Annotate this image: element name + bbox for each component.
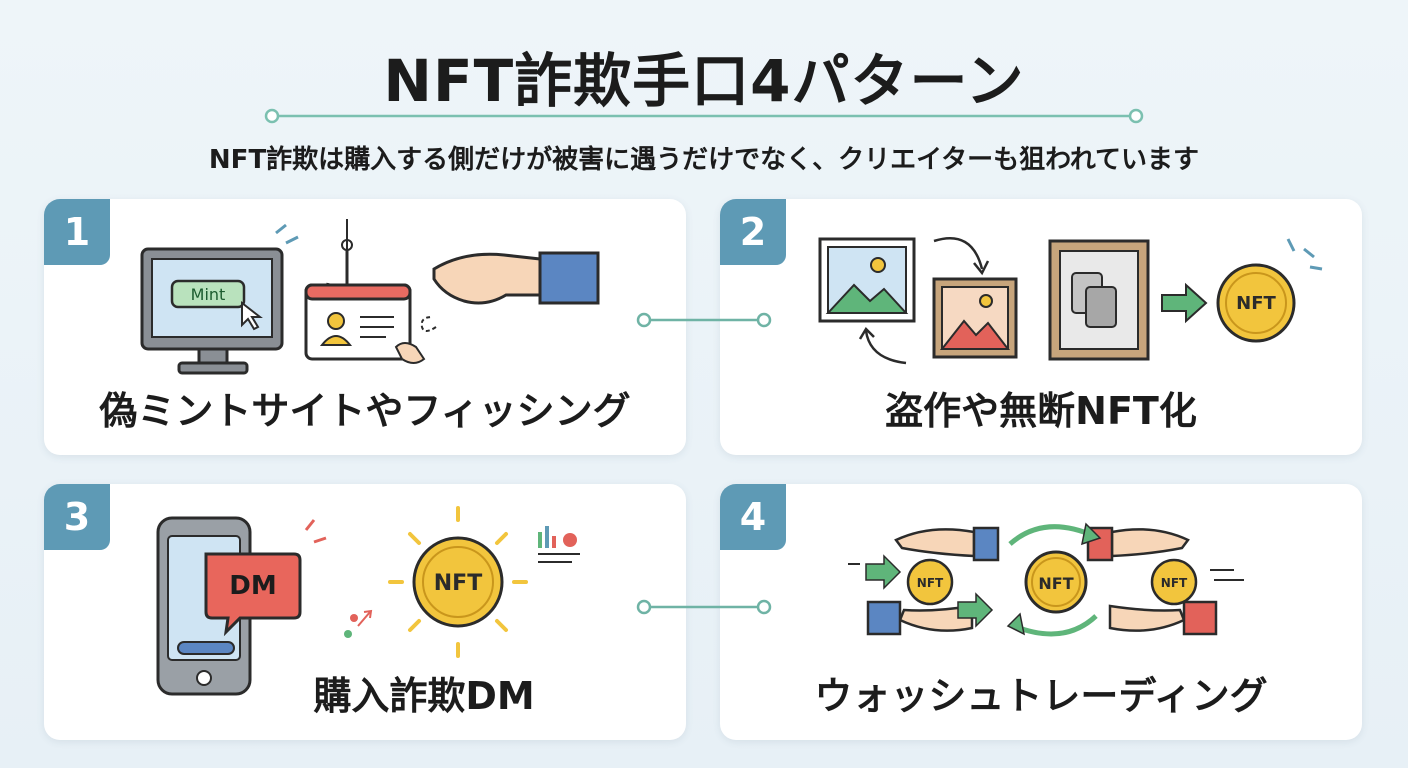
page-title: NFT詐欺手口4パターン <box>383 47 1025 115</box>
card-label: 購入詐欺DM <box>313 674 535 718</box>
card-fake-mint-phishing: 1 Mint <box>44 199 686 455</box>
wash-trading-illustration: NFT NFT NFT <box>848 522 1244 637</box>
card-number-badge: 3 <box>44 484 110 550</box>
framed-copy-icon <box>1048 239 1150 361</box>
card-wash-trading: 4 <box>720 484 1362 740</box>
nft-coin-text: NFT <box>1236 293 1276 314</box>
dm-text: DM <box>229 571 276 601</box>
title-divider <box>264 108 1144 124</box>
arrow-right-icon <box>957 592 994 628</box>
dm-speech-bubble-icon <box>204 519 327 637</box>
hand-icon <box>866 600 974 636</box>
nft-coin-text: NFT <box>1161 576 1188 590</box>
nft-coin-text: NFT <box>917 576 944 590</box>
copy-arrow-icon <box>858 236 990 365</box>
mini-chart-icon <box>538 526 580 563</box>
reaching-hand-icon <box>394 251 600 364</box>
mint-button-text: Mint <box>191 285 226 304</box>
page-subtitle: NFT詐欺は購入する側だけが被害に遇うだけでなく、クリエイターも狙われています <box>208 145 1200 175</box>
card-plagiarism-nft: 2 <box>720 199 1362 455</box>
copied-image-icon <box>932 277 1018 359</box>
nft-coin-text: NFT <box>1038 574 1073 593</box>
sparkle-nft-coin-icon <box>388 506 528 658</box>
fake-mint-illustration: Mint <box>140 219 600 375</box>
card-connector <box>636 599 772 615</box>
original-image-icon <box>818 237 916 323</box>
circular-arrows-icon <box>1006 522 1102 637</box>
arrow-right-icon <box>848 554 902 590</box>
card-label: 偽ミントサイトやフィッシング <box>99 389 631 433</box>
nft-coin-icon <box>1216 238 1323 343</box>
nft-coin-icon <box>1024 550 1088 614</box>
nft-coin-icon <box>1150 558 1244 606</box>
network-arrow-icon <box>344 609 373 638</box>
nft-coin-icon <box>906 558 954 606</box>
scam-dm-illustration: DM NFT <box>156 506 580 696</box>
hand-icon <box>1086 526 1190 562</box>
card-purchase-scam-dm: 3 DM NFT <box>44 484 686 740</box>
plagiarism-illustration: NFT <box>818 236 1323 365</box>
hand-icon <box>894 526 1000 562</box>
login-card-icon <box>304 283 412 361</box>
arrow-right-icon <box>1161 282 1208 324</box>
card-number-badge: 2 <box>720 199 786 265</box>
hand-icon <box>1108 600 1218 636</box>
nft-coin-text: NFT <box>434 571 482 596</box>
card-number-badge: 4 <box>720 484 786 550</box>
card-connector <box>636 312 772 328</box>
monitor-icon <box>140 247 284 375</box>
card-label: ウォッシュトレーディング <box>814 674 1268 718</box>
card-label: 盗作や無断NFT化 <box>885 389 1197 433</box>
card-number-badge: 1 <box>44 199 110 265</box>
